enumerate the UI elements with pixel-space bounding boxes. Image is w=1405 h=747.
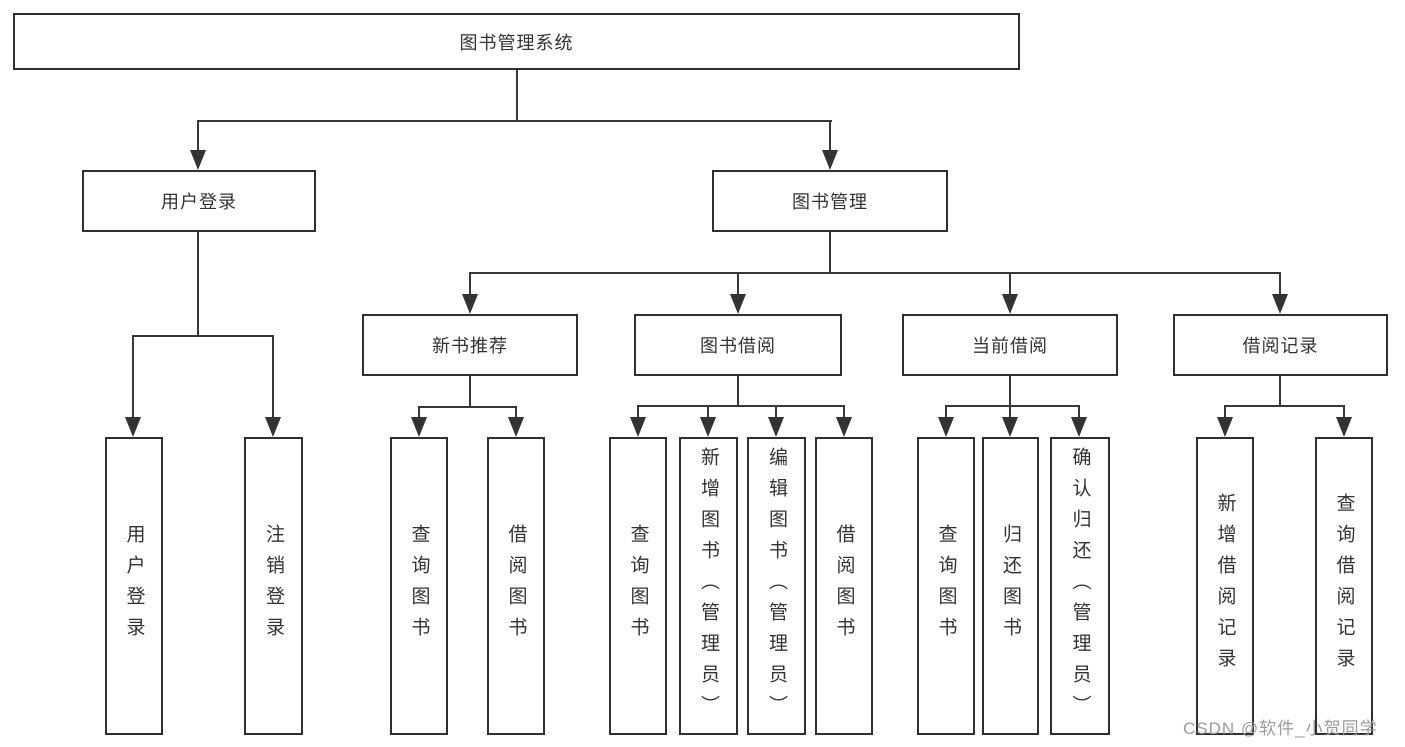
arrow-down-icon	[630, 417, 646, 437]
connector-line	[945, 405, 947, 419]
connector-line	[418, 406, 517, 408]
node-book-borrow-label: 图书借阅	[700, 336, 776, 356]
arrow-down-icon	[265, 417, 281, 437]
node-borrow-record-label: 借阅记录	[1242, 336, 1319, 356]
arrow-down-icon	[1272, 294, 1288, 314]
node-user-login-label: 用户登录	[161, 192, 237, 212]
node-current-borrow-label: 当前借阅	[972, 336, 1048, 356]
arrow-down-icon	[1217, 417, 1233, 437]
leaf-confirm-return-admin: 确认归还（管理员）	[1050, 437, 1110, 735]
leaf-borrow-books-1: 借阅图书	[487, 437, 545, 735]
leaf-label: 确认归还（管理员）	[1069, 446, 1091, 726]
connector-line	[132, 335, 274, 337]
arrow-down-icon	[411, 417, 427, 437]
leaf-add-books-admin: 新增图书（管理员）	[679, 437, 738, 735]
connector-line	[707, 405, 709, 419]
connector-line	[197, 120, 199, 152]
arrow-down-icon	[1002, 417, 1018, 437]
node-new-book-recommend: 新书推荐	[362, 314, 578, 376]
leaf-label: 查询图书	[935, 524, 957, 648]
node-borrow-record: 借阅记录	[1173, 314, 1388, 376]
connector-line	[418, 406, 420, 419]
connector-line	[469, 376, 471, 406]
leaf-label: 新增图书（管理员）	[698, 446, 719, 726]
connector-line	[829, 120, 831, 152]
node-user-login: 用户登录	[82, 170, 316, 232]
connector-line	[737, 272, 739, 296]
arrow-down-icon	[1002, 294, 1018, 314]
leaf-user-login: 用户登录	[105, 437, 163, 735]
connector-line	[637, 405, 845, 407]
arrow-down-icon	[125, 417, 141, 437]
leaf-label: 新增借阅记录	[1214, 493, 1236, 679]
connector-line	[515, 406, 517, 419]
connector-line	[1224, 405, 1345, 407]
leaf-query-books-2: 查询图书	[609, 437, 667, 735]
leaf-label: 归还图书	[1000, 524, 1021, 648]
connector-line	[469, 272, 471, 296]
leaf-return-books: 归还图书	[982, 437, 1039, 735]
leaf-edit-books-admin: 编辑图书（管理员）	[747, 437, 806, 735]
leaf-label: 借阅图书	[833, 524, 855, 648]
leaf-label: 查询图书	[408, 524, 430, 648]
leaf-label: 编辑图书（管理员）	[766, 446, 787, 726]
connector-line	[1343, 405, 1345, 419]
arrow-down-icon	[1071, 417, 1087, 437]
leaf-label: 注销登录	[263, 524, 284, 648]
connector-line	[1224, 405, 1226, 419]
arrow-down-icon	[836, 417, 852, 437]
node-new-book-recommend-label: 新书推荐	[432, 336, 508, 356]
connector-line	[945, 405, 1080, 407]
connector-line	[197, 120, 832, 122]
connector-line	[1279, 272, 1281, 296]
leaf-query-borrow-record: 查询借阅记录	[1315, 437, 1373, 735]
connector-line	[132, 335, 134, 419]
connector-line	[1279, 376, 1281, 405]
leaf-query-books-3: 查询图书	[917, 437, 975, 735]
connector-line	[516, 70, 518, 120]
arrow-down-icon	[462, 294, 478, 314]
node-root: 图书管理系统	[13, 13, 1020, 70]
arrow-down-icon	[1336, 417, 1352, 437]
leaf-label: 用户登录	[123, 524, 145, 648]
node-current-borrow: 当前借阅	[902, 314, 1118, 376]
connector-line	[1078, 405, 1080, 419]
arrow-down-icon	[822, 150, 838, 170]
connector-line	[469, 272, 1281, 274]
connector-line	[775, 405, 777, 419]
node-book-management: 图书管理	[712, 170, 948, 232]
connector-line	[843, 405, 845, 419]
leaf-logout: 注销登录	[244, 437, 303, 735]
node-book-borrow: 图书借阅	[634, 314, 842, 376]
connector-line	[637, 405, 639, 419]
arrow-down-icon	[190, 150, 206, 170]
connector-line	[829, 232, 831, 272]
arrow-down-icon	[508, 417, 524, 437]
arrow-down-icon	[700, 417, 716, 437]
node-root-label: 图书管理系统	[459, 32, 574, 53]
leaf-label: 查询借阅记录	[1333, 493, 1355, 679]
connector-line	[1009, 376, 1011, 405]
arrow-down-icon	[768, 417, 784, 437]
leaf-label: 查询图书	[627, 524, 649, 648]
connector-line	[197, 232, 199, 335]
arrow-down-icon	[730, 294, 746, 314]
arrow-down-icon	[938, 417, 954, 437]
csdn-watermark: CSDN @软件_小贺同学	[1183, 719, 1378, 738]
connector-line	[1009, 272, 1011, 296]
leaf-add-borrow-record: 新增借阅记录	[1196, 437, 1254, 735]
leaf-borrow-books-2: 借阅图书	[815, 437, 873, 735]
leaf-label: 借阅图书	[505, 524, 527, 648]
leaf-query-books-1: 查询图书	[390, 437, 448, 735]
node-book-management-label: 图书管理	[792, 192, 868, 212]
connector-line	[272, 335, 274, 419]
connector-line	[1009, 405, 1011, 419]
connector-line	[737, 376, 739, 405]
